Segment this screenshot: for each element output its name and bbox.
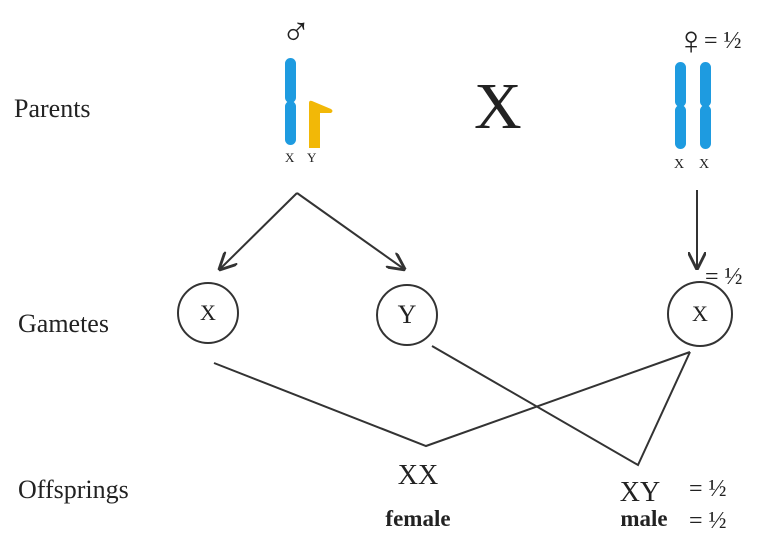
arrow-male-to-y-gamete [296,192,404,269]
row-label-gametes: Gametes [18,309,109,338]
female-fraction: = ½ [704,28,742,54]
offspring-male-fraction: = ½ [689,508,727,534]
offspring-xy-genotype: XY [620,477,660,508]
gamete-male-x: X [177,282,239,344]
row-label-parents: Parents [14,94,91,123]
female-x-chromosome-2 [700,62,711,149]
gamete-fraction: = ½ [705,264,743,290]
female-symbol: ♀ [676,18,706,63]
male-chromosome-label-y: Y [307,150,317,165]
male-chromosome-label-x: X [285,150,295,165]
gamete-male-y: Y [376,284,438,346]
row-label-offsprings: Offsprings [18,475,129,504]
line-to-xy [431,345,691,467]
fertilization-lines [213,345,691,467]
male-y-chromosome [309,100,333,148]
svg-text:Y: Y [398,300,417,329]
offspring-male-label: male [620,506,667,531]
offspring-xy-fraction: = ½ [689,476,727,502]
cross-symbol: X [474,70,522,143]
female-chromosome-label-2: X [699,157,709,172]
arrow-male-to-x-gamete [220,192,298,269]
offspring-female-label: female [385,506,450,531]
line-to-xx [213,351,691,448]
male-symbol: ♂ [281,9,311,54]
svg-text:X: X [692,301,708,326]
female-chromosome-label-1: X [674,157,684,172]
female-x-chromosome-1 [675,62,686,149]
male-x-chromosome [285,58,296,145]
svg-text:X: X [200,300,216,325]
offspring-xx-genotype: XX [398,460,438,491]
gamete-female-x: X [667,281,733,347]
gamete-arrows [220,190,697,269]
